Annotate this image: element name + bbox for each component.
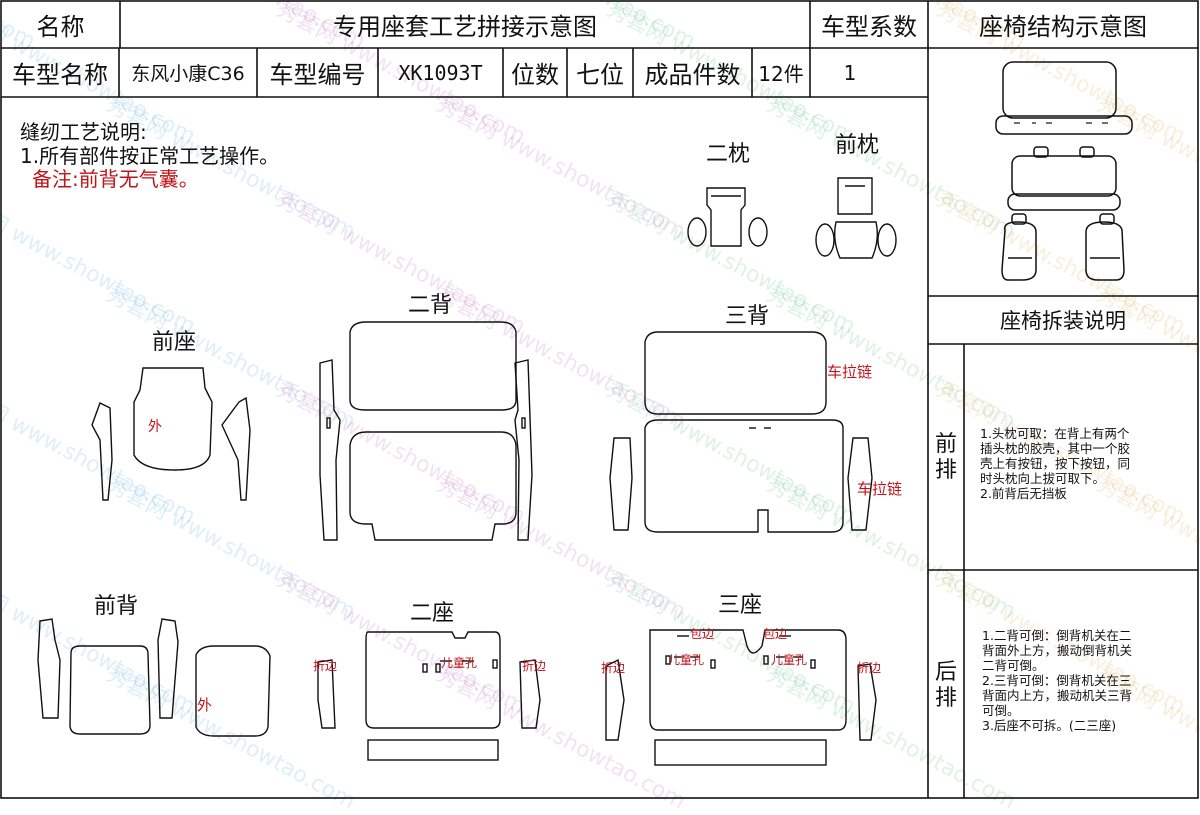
rear-note-line: 3.后座不可拆。(二三座) — [982, 718, 1117, 733]
label-er-zhen: 二枕 — [706, 142, 751, 167]
annot-child-hole-3: 儿童孔 — [771, 653, 808, 667]
outer-border — [0, 0, 1199, 799]
front-row-notes: 1.头枕可取：在背上有两个 插头枕的胶壳，其中一个胶 壳上有按钮，按下按钮，同 … — [980, 426, 1190, 501]
front-note-line: 壳上有按钮，按下按钮，同 — [980, 456, 1131, 471]
disassembly-title: 座椅拆装说明 — [1000, 309, 1126, 333]
seat-structure-sketch — [995, 61, 1133, 281]
label-qian-bei: 前背 — [94, 594, 139, 619]
rear-note-line: 2.三背可倒：倒背机关在三 — [982, 673, 1132, 688]
model-no-label: 车型编号 — [269, 61, 366, 89]
pieces-value: 12件 — [758, 62, 804, 86]
coef-value: 1 — [843, 60, 857, 85]
annot-baobian-2: 包边 — [763, 627, 788, 641]
san-bei-pieces — [609, 331, 873, 533]
front-note-line: 时头枕向上拔可取下。 — [980, 471, 1106, 486]
annot-wai-front-seat: 外 — [148, 419, 162, 435]
rear-row-label: 后排 — [935, 660, 958, 711]
label-san-zuo: 三座 — [718, 593, 763, 618]
label-san-bei: 三背 — [725, 304, 770, 329]
annot-child-hole-2: 儿童孔 — [668, 653, 705, 667]
annot-child-hole-1: 儿童孔 — [441, 656, 478, 670]
seats-value: 七位 — [576, 61, 624, 89]
annot-zhebian-3: 折边 — [601, 661, 626, 675]
front-row-label: 前排 — [935, 432, 958, 483]
er-zuo-pieces — [317, 631, 541, 761]
annot-baobian-1: 包边 — [690, 627, 715, 641]
san-zuo-pieces — [605, 629, 877, 766]
label-er-bei: 二背 — [408, 293, 453, 318]
rear-note-line: 背面外上方，搬动倒背机关 — [982, 643, 1133, 658]
model-name-value: 东风小康C36 — [131, 63, 245, 85]
rear-note-line: 二背可倒。 — [982, 658, 1045, 673]
rear-note-line: 1.二背可倒：倒背机关在二 — [982, 628, 1132, 643]
struct-title: 座椅结构示意图 — [979, 13, 1147, 41]
qian-zuo-pieces — [91, 367, 251, 501]
seats-label: 位数 — [511, 61, 559, 89]
rear-note-line: 背面内上方，搬动机关三背 — [982, 688, 1133, 703]
coef-label: 车型系数 — [821, 13, 917, 41]
annot-zipper-top: 车拉链 — [827, 363, 873, 381]
annot-zipper-side: 车拉链 — [857, 480, 903, 498]
header-name-label: 名称 — [36, 13, 85, 41]
model-no-value: XK1093T — [398, 60, 483, 85]
rear-row-notes: 1.二背可倒：倒背机关在二 背面外上方，搬动倒背机关 二背可倒。 2.三背可倒：… — [982, 628, 1192, 733]
annot-zhebian-4: 折边 — [857, 661, 882, 675]
front-note-line: 2.前背后无挡板 — [980, 486, 1067, 501]
sewing-notes-title: 缝纫工艺说明: — [20, 120, 147, 144]
annot-zhebian-1: 折边 — [313, 659, 338, 673]
label-qian-zuo: 前座 — [152, 330, 197, 355]
qian-zhen-pieces — [815, 177, 897, 259]
front-note-line: 1.头枕可取：在背上有两个 — [980, 426, 1130, 441]
annot-zhebian-2: 折边 — [522, 659, 547, 673]
pieces-label: 成品件数 — [644, 61, 741, 89]
qian-bei-pieces — [37, 618, 271, 737]
sewing-notes-line1: 1.所有部件按正常工艺操作。 — [20, 144, 280, 168]
label-qian-zhen: 前枕 — [835, 133, 880, 158]
rear-note-line: 可倒。 — [982, 703, 1020, 718]
front-note-line: 插头枕的胶壳，其中一个胶 — [980, 441, 1131, 456]
model-name-label: 车型名称 — [12, 61, 108, 89]
annot-wai-front-back: 外 — [197, 696, 213, 714]
page-title: 专用座套工艺拼接示意图 — [333, 13, 597, 41]
label-er-zuo: 二座 — [410, 601, 455, 626]
er-bei-pieces — [319, 321, 533, 541]
remark-text: 备注:前背无气囊。 — [32, 167, 199, 191]
er-zhen-pieces — [687, 187, 768, 247]
